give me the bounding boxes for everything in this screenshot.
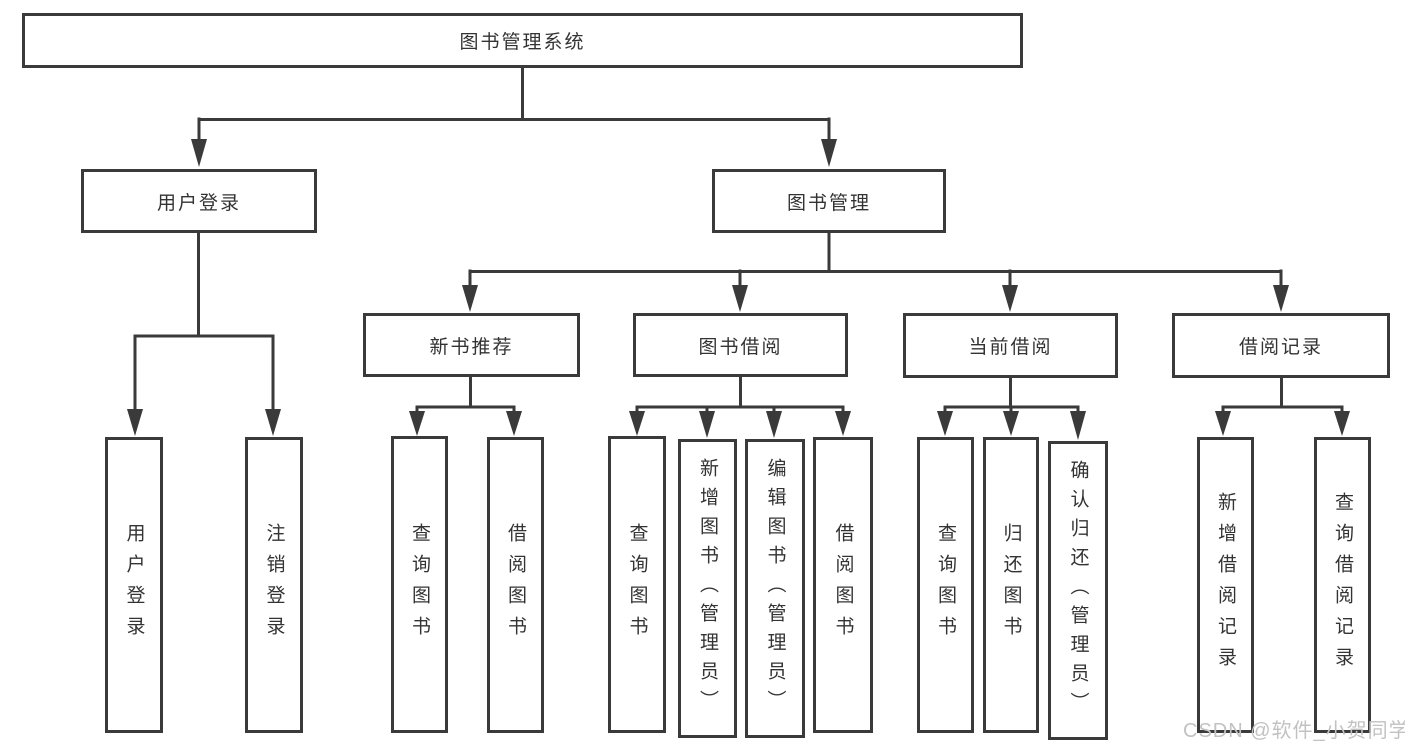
leaf-query-books-borrow: 查询图书 (608, 436, 666, 733)
leaf-label: 注销登录 (263, 523, 285, 647)
leaf-label: 确认归还（管理员） (1067, 460, 1089, 721)
node-book-borrowing: 图书借阅 (633, 313, 848, 377)
node-borrow-records: 借阅记录 (1172, 313, 1390, 378)
leaf-query-borrow-record: 查询借阅记录 (1314, 437, 1371, 733)
leaf-return-books: 归还图书 (983, 437, 1039, 733)
leaf-label: 归还图书 (1000, 523, 1022, 647)
leaf-label: 借阅图书 (832, 523, 854, 647)
leaf-label: 查询图书 (409, 522, 430, 647)
node-current-borrowing: 当前借阅 (903, 313, 1118, 378)
leaf-label: 查询图书 (935, 523, 956, 647)
leaf-label: 查询借阅记录 (1332, 492, 1353, 678)
leaf-confirm-return-admin: 确认归还（管理员） (1048, 441, 1108, 740)
leaf-add-books-admin: 新增图书（管理员） (678, 439, 737, 738)
leaf-logout: 注销登录 (245, 437, 303, 733)
leaf-query-books-recommend: 查询图书 (391, 436, 448, 733)
csdn-watermark: CSDN @软件_小贺同学 (1183, 720, 1405, 742)
leaf-label: 编辑图书（管理员） (764, 458, 786, 719)
leaf-borrow-books-recommend: 借阅图书 (487, 437, 544, 733)
node-book-management: 图书管理 (712, 169, 946, 233)
leaf-label: 查询图书 (626, 522, 648, 647)
leaf-label: 新增借阅记录 (1215, 492, 1236, 678)
leaf-query-books-current: 查询图书 (917, 437, 974, 733)
leaf-user-login: 用户登录 (105, 437, 163, 733)
leaf-label: 用户登录 (123, 523, 145, 647)
leaf-borrow-books: 借阅图书 (813, 437, 873, 733)
node-root-library-system: 图书管理系统 (22, 13, 1023, 68)
leaf-add-borrow-record: 新增借阅记录 (1197, 437, 1254, 733)
leaf-edit-books-admin: 编辑图书（管理员） (745, 439, 805, 738)
node-user-login: 用户登录 (81, 169, 317, 233)
leaf-label: 新增图书（管理员） (697, 458, 718, 719)
node-new-book-recommend: 新书推荐 (363, 313, 580, 377)
leaf-label: 借阅图书 (505, 523, 526, 647)
